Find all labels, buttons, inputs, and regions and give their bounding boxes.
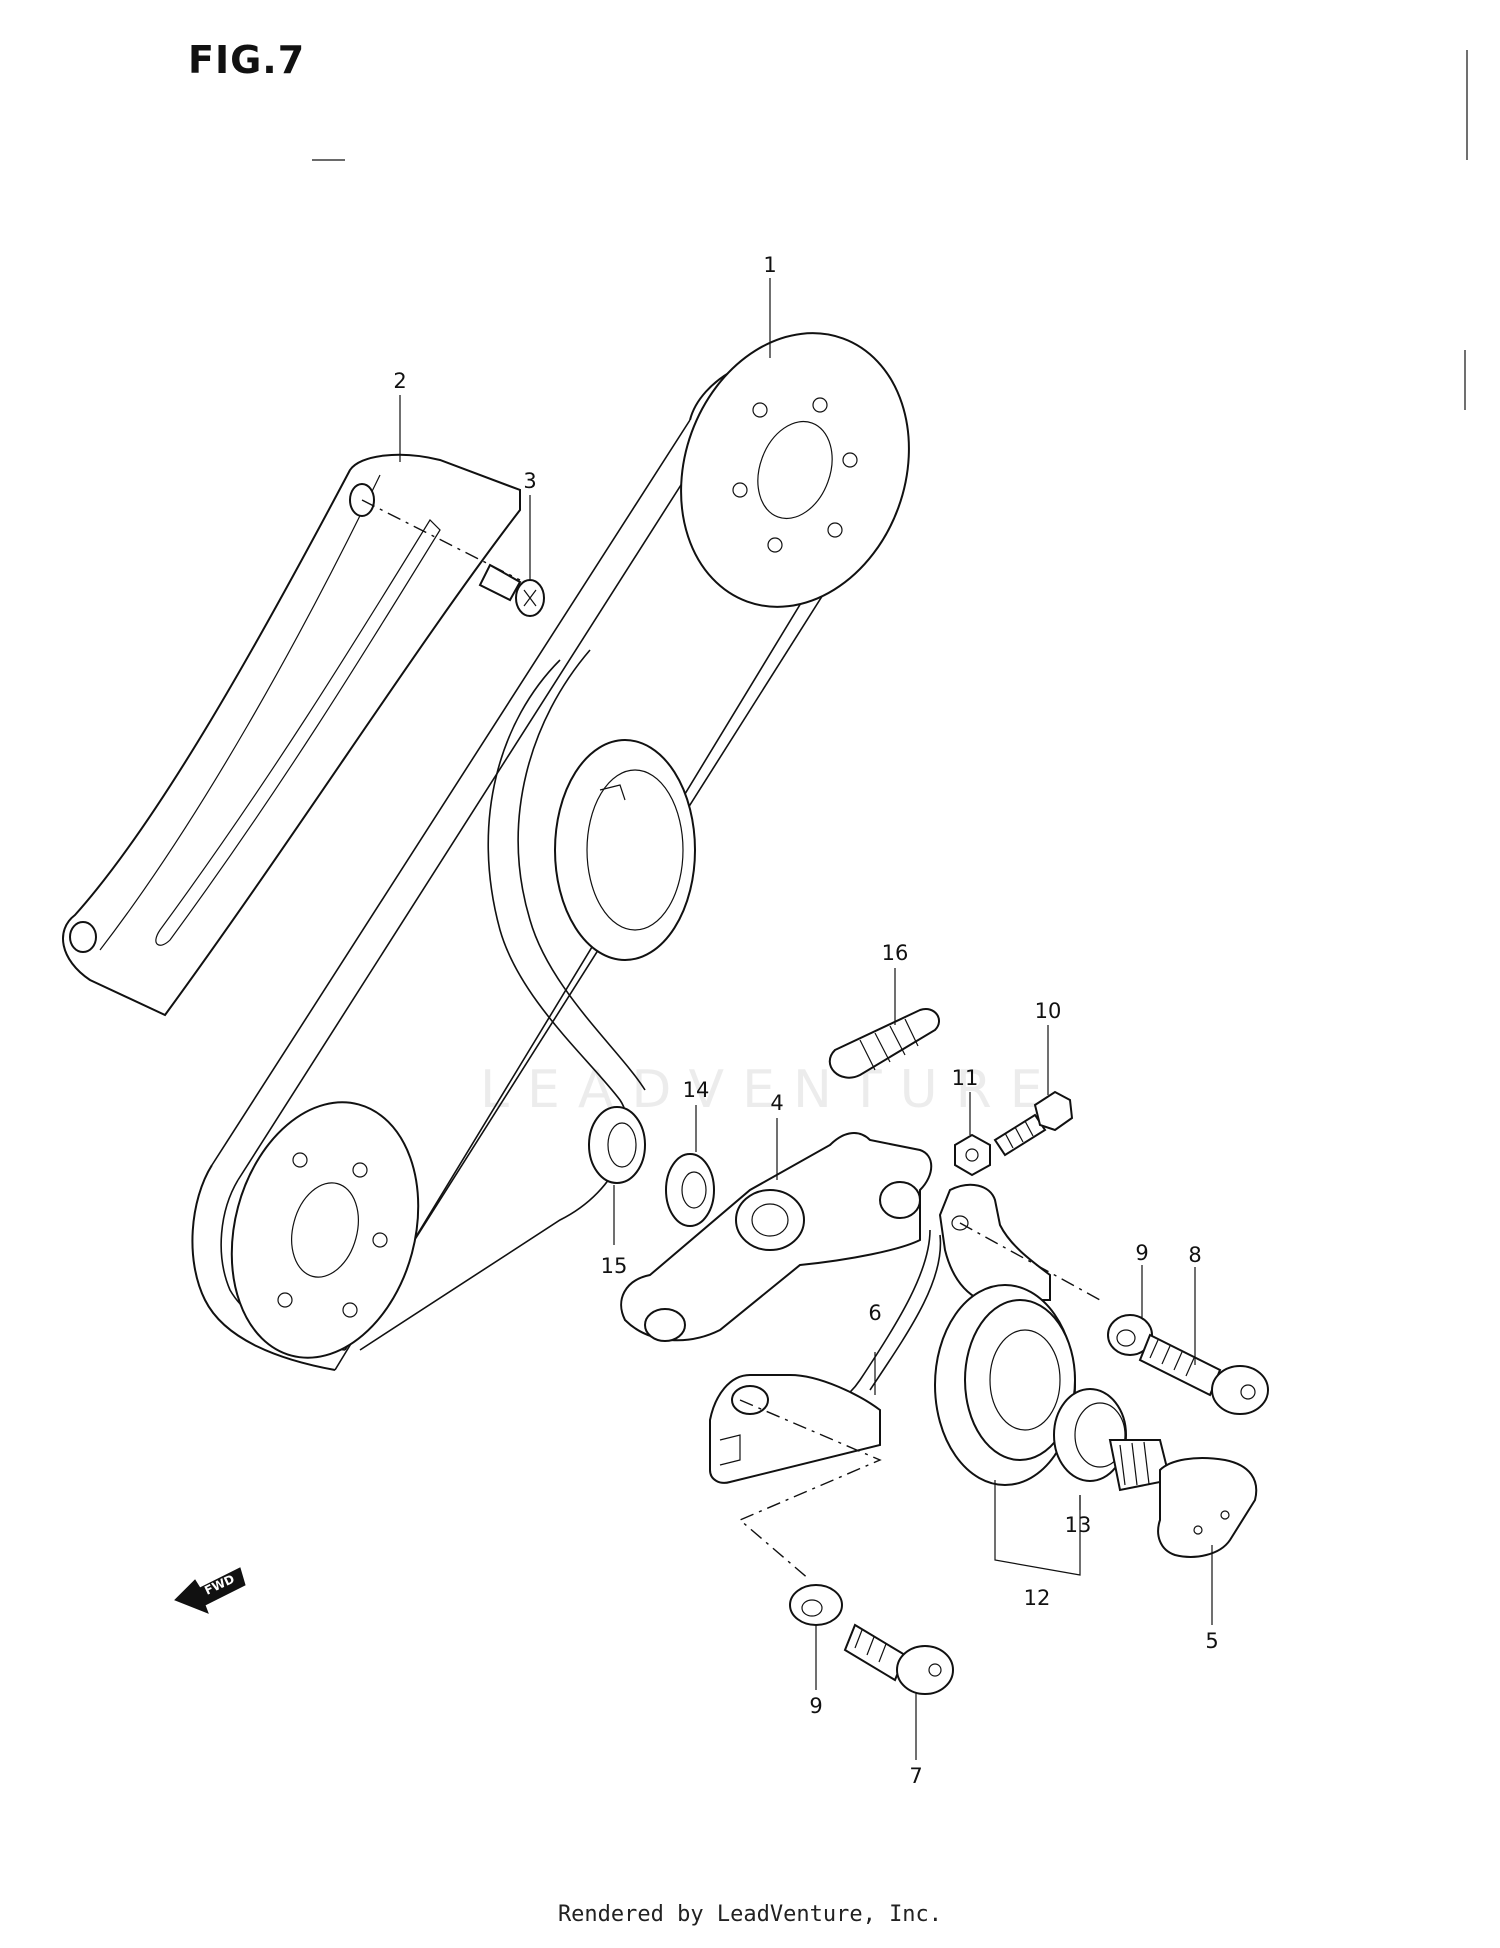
washer-9-lower[interactable]	[789, 1584, 843, 1626]
upper-cam-sprocket	[680, 332, 910, 608]
leader-lines	[399, 278, 1213, 1760]
bolt-8[interactable]	[1138, 1333, 1269, 1415]
washer-14[interactable]	[665, 1153, 715, 1227]
callout-11: 11	[952, 1066, 979, 1090]
callout-9-lower: 9	[809, 1694, 822, 1718]
figure-title: FIG.7	[188, 38, 306, 82]
alignment-line-7	[738, 1399, 882, 1581]
callout-6: 6	[868, 1301, 881, 1325]
callout-7: 7	[909, 1764, 922, 1788]
callout-2: 2	[393, 369, 406, 393]
callout-labels: 1 2 3 4 5 6 7 8 9 9 10 11 12 13 14 15 16	[393, 253, 1218, 1788]
callout-16: 16	[882, 941, 909, 965]
callout-12: 12	[1024, 1586, 1051, 1610]
tensioner-bracket[interactable]	[709, 1374, 881, 1484]
callout-8: 8	[1188, 1243, 1201, 1267]
forward-direction-arrow: FWD	[174, 1567, 246, 1614]
callout-14: 14	[683, 1078, 710, 1102]
lower-crank-sprocket	[230, 1101, 420, 1359]
nut-11[interactable]	[954, 1133, 991, 1177]
callout-4: 4	[770, 1091, 783, 1115]
bolt-10[interactable]	[993, 1090, 1074, 1157]
callout-9-upper: 9	[1135, 1241, 1148, 1265]
callout-5: 5	[1205, 1629, 1218, 1653]
tensioner-gear[interactable]	[934, 1284, 1076, 1486]
pivot-shaft[interactable]	[1108, 1439, 1258, 1558]
bolt-7[interactable]	[843, 1623, 954, 1695]
callout-3: 3	[523, 469, 536, 493]
washer-15[interactable]	[588, 1106, 646, 1184]
bushing-13[interactable]	[1053, 1388, 1127, 1482]
tensioner-spring[interactable]	[828, 1008, 940, 1079]
watermark-text: LEADVENTURE	[480, 1060, 1061, 1120]
footer-credit: Rendered by LeadVenture, Inc.	[557, 1902, 943, 1927]
alignment-line-8	[959, 1222, 1101, 1301]
callout-13: 13	[1065, 1513, 1092, 1537]
scan-margin-marks	[312, 50, 1468, 410]
callout-1: 1	[763, 253, 776, 277]
callout-15: 15	[601, 1254, 628, 1278]
guide-screw[interactable]	[361, 499, 545, 617]
tensioner-arm[interactable]	[620, 1132, 933, 1342]
chain-guide[interactable]	[62, 453, 521, 1017]
callout-10: 10	[1035, 999, 1062, 1023]
